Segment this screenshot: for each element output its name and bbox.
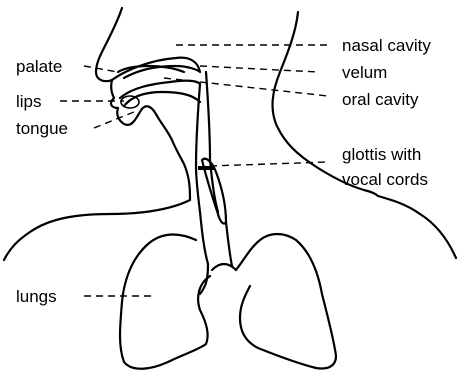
lips-shape (121, 96, 139, 108)
label-glottis-line2: vocal cords (342, 170, 428, 189)
tongue-shape (124, 92, 200, 106)
leader-oral-cavity (164, 78, 328, 96)
shoulder-left-outline (4, 200, 190, 260)
head-outline (96, 8, 190, 200)
label-glottis-line1: glottis with (342, 145, 421, 164)
label-tongue: tongue (16, 119, 68, 138)
label-nasal-cavity: nasal cavity (342, 36, 431, 55)
label-lungs: lungs (16, 287, 57, 306)
leader-palate (84, 66, 118, 72)
left-lung (120, 234, 210, 368)
label-palate: palate (16, 57, 62, 76)
label-oral-cavity: oral cavity (342, 90, 419, 109)
shoulder-right-outline (378, 196, 456, 258)
label-velum: velum (342, 63, 387, 82)
right-lung (236, 234, 336, 369)
leader-velum (200, 66, 318, 72)
label-lips: lips (16, 92, 42, 111)
pharynx-back (206, 72, 218, 212)
trachea-right (226, 222, 232, 266)
